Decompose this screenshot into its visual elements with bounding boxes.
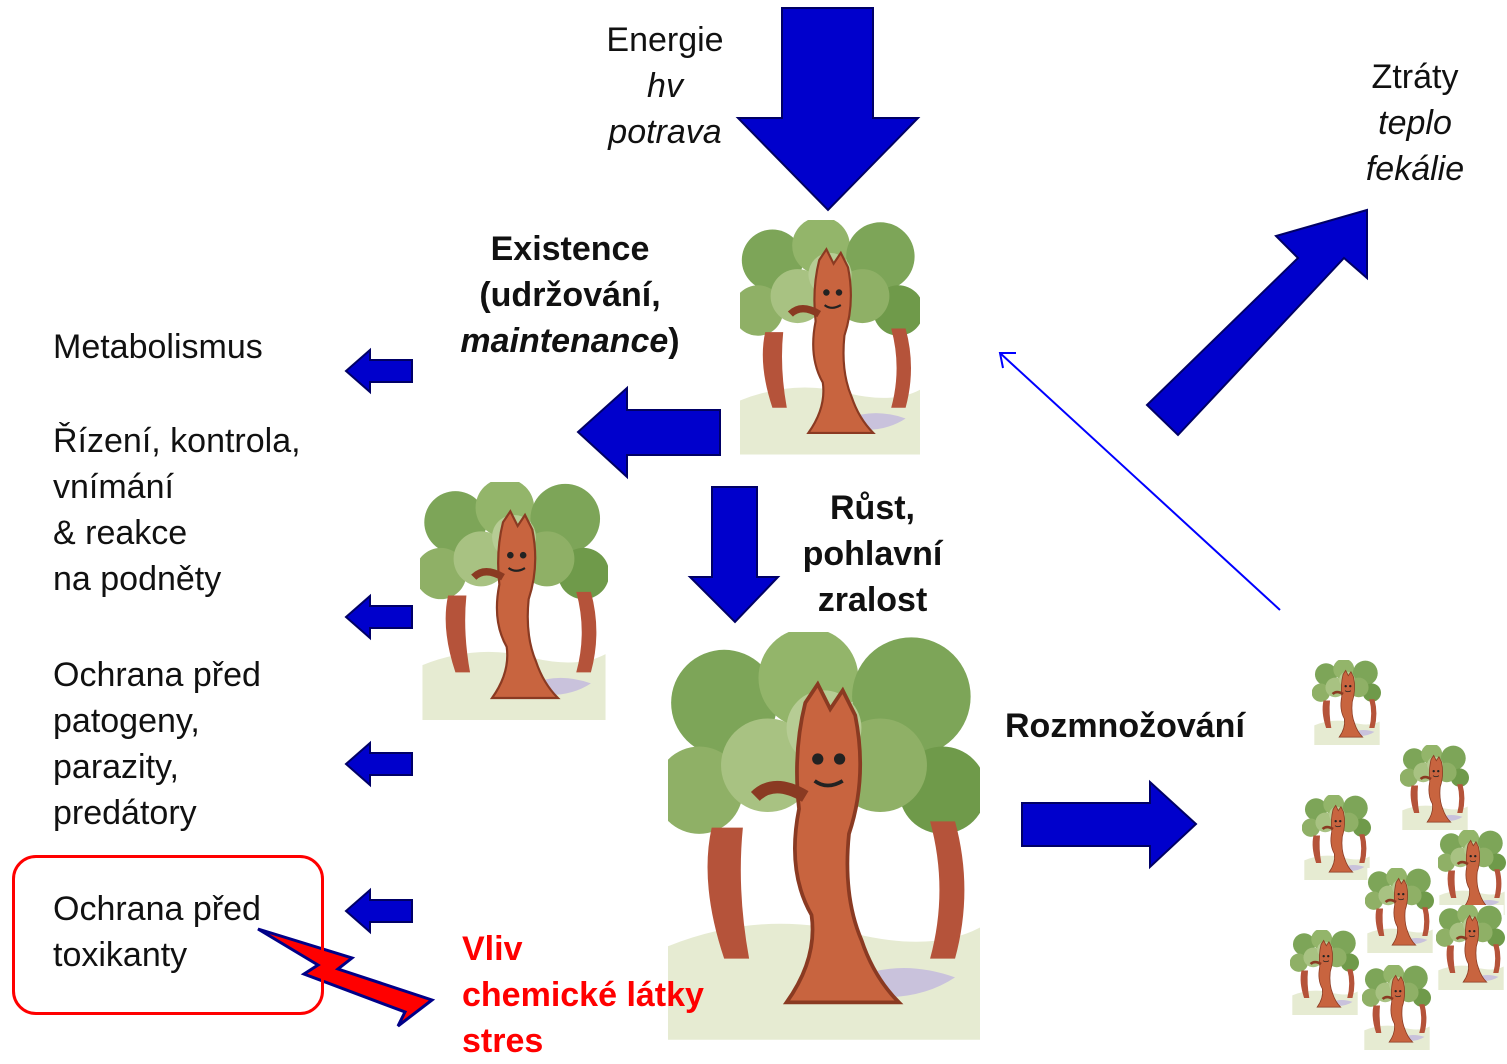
losses-heat: teplo [1378,104,1452,142]
offspring-tree-3 [1302,795,1372,880]
existence-close-paren: ) [668,322,680,360]
offspring-tree-2 [1400,745,1470,830]
growth-line2: pohlavní [802,535,943,573]
offspring-tree-5 [1365,868,1435,953]
energy-label: Energie hv potrava [580,17,750,155]
function-protection-toxicants: Ochrana před toxikanty [53,886,261,978]
offspring-tree-1 [1312,660,1382,745]
maintenance-arrow [576,385,721,480]
offspring-tree-6 [1436,905,1506,990]
arrow-to-metabolism [344,347,413,395]
control-line3: & reakce [53,514,188,552]
offspring-tree-7 [1290,930,1360,1015]
stress-line2: chemické látky [462,976,704,1014]
reproduction-label: Rozmnožování [1005,707,1245,745]
lightning-bolt-icon [257,927,436,1028]
existence-maintenance: maintenance [460,322,669,360]
stress-line3: stres [462,1022,544,1060]
stress-line1: Vliv [462,930,523,968]
existence-label: Existence (udržování, maintenance) [430,226,710,364]
pathogens-line1: Ochrana před [53,656,261,694]
stress-label: Vliv chemické látky stres [462,926,704,1064]
toxicants-highlight-box [12,855,324,1015]
energy-title: Energie [606,21,724,59]
pathogens-line4: predátory [53,794,197,832]
energy-food: potrava [608,113,722,151]
losses-arrow [1145,208,1368,437]
control-line4: na podněty [53,560,222,598]
energy-input-arrow [735,7,921,212]
offspring-tree-4 [1438,830,1506,915]
pathogens-line2: patogeny, [53,702,200,740]
growth-arrow [687,486,781,624]
function-protection-pathogens: Ochrana před patogeny, parazity, predáto… [53,652,261,836]
function-metabolism: Metabolismus [53,328,263,366]
existence-subtitle: (udržování, [479,276,661,314]
losses-title: Ztráty [1371,58,1459,96]
pathogens-line3: parazity, [53,748,179,786]
energy-hv: hv [647,67,683,105]
tree-illustration-middle [415,478,609,720]
losses-feces: fekálie [1365,150,1465,188]
control-line2: vnímání [53,468,174,506]
function-control: Řízení, kontrola, vnímání & reakce na po… [53,418,301,602]
arrow-to-control [344,593,413,641]
reproduction-arrow [1021,779,1198,870]
tree-illustration-top [733,217,924,455]
existence-title: Existence [490,230,650,268]
tree-illustration-large [656,628,987,1040]
control-line1: Řízení, kontrola, [53,422,301,460]
arrow-to-pathogens [344,740,413,788]
offspring-tree-8 [1362,965,1432,1050]
losses-label: Ztráty teplo fekálie [1340,54,1490,192]
toxicants-line1: Ochrana před [53,890,261,928]
growth-line3: zralost [817,581,928,619]
growth-label: Růst, pohlavní zralost [780,485,965,623]
toxicants-line2: toxikanty [53,936,188,974]
feedback-arrowhead [998,352,1016,369]
feedback-line [999,352,1281,611]
growth-line1: Růst, [830,489,915,527]
arrow-to-toxicants [344,887,413,935]
